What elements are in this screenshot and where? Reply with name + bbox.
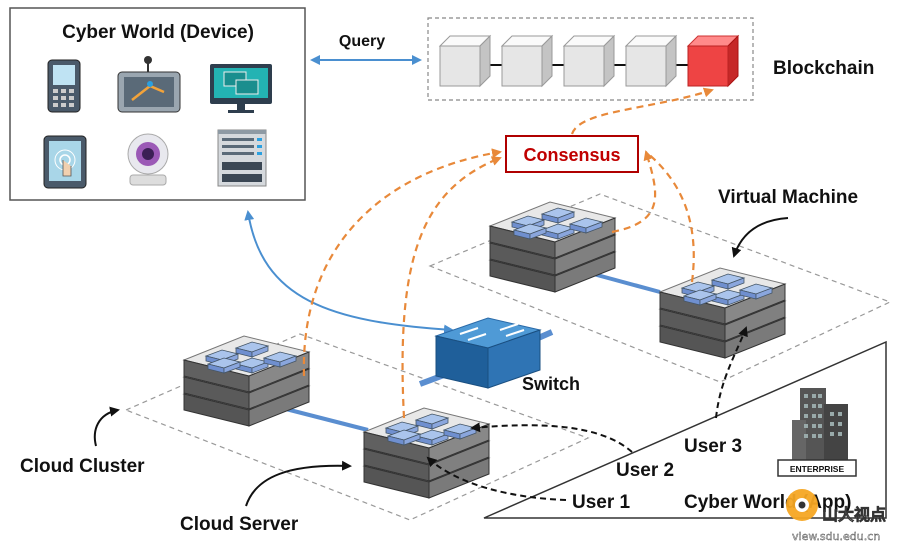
blockchain-label: Blockchain <box>773 58 874 79</box>
desktop-monitor-icon <box>210 64 272 113</box>
block-cube <box>563 35 615 87</box>
mobile-phone-icon <box>47 59 81 113</box>
enterprise-label: ENTERPRISE <box>790 464 845 474</box>
user-arrows <box>426 326 748 501</box>
vm-platform <box>428 193 892 383</box>
consensus-arrow-vm-front <box>645 151 695 283</box>
consensus-box <box>505 135 639 173</box>
server-tower-icon <box>217 129 267 187</box>
cloud-cluster-label: Cloud Cluster <box>20 456 145 477</box>
vm-cable <box>585 270 661 294</box>
cluster-server-stack-back <box>183 335 310 427</box>
user3-label: User 3 <box>684 436 742 457</box>
consensus-arrow-vm-back <box>611 150 657 234</box>
block-cube-new <box>687 35 739 87</box>
device-panel-title: Cyber World (Device) <box>62 22 254 43</box>
gps-navigator-icon <box>117 56 181 113</box>
label-pointers <box>93 217 789 507</box>
cluster-cable <box>281 406 369 432</box>
block-cube <box>625 35 677 87</box>
vm-label-pointer <box>731 217 789 258</box>
user2-arrow <box>470 422 633 453</box>
network-switch-icon <box>434 317 542 389</box>
consensus-arrow-cluster-front <box>401 156 502 419</box>
consensus-arrow-cluster-back <box>302 148 502 377</box>
block-cube <box>439 35 491 87</box>
consensus-to-blockchain-arrow <box>570 87 714 135</box>
webcam-icon <box>127 133 169 186</box>
enterprise-building-icon <box>777 388 857 477</box>
block-cube <box>501 35 553 87</box>
query-label: Query <box>339 33 385 50</box>
vm-server-stack-front <box>659 267 786 359</box>
cluster-label-pointer <box>93 406 120 447</box>
cloud-server-label: Cloud Server <box>180 514 299 535</box>
consensus-arrows <box>302 87 714 419</box>
switch-label: Switch <box>522 374 580 394</box>
watermark: 山大视点 view.sdu.edu.cn <box>786 489 886 543</box>
consensus-label: Consensus <box>523 145 620 165</box>
watermark-url: view.sdu.edu.cn <box>792 530 880 543</box>
user2-label: User 2 <box>616 460 674 481</box>
device-switch-arrow <box>244 210 454 335</box>
watermark-brand: 山大视点 <box>822 505 886 524</box>
server-label-pointer <box>245 460 352 507</box>
tablet-touch-icon <box>43 135 87 189</box>
cluster-server-stack-front <box>363 407 490 499</box>
blockchain-box <box>427 17 754 101</box>
user1-label: User 1 <box>572 492 631 513</box>
user1-arrow <box>426 456 567 501</box>
user3-arrow <box>715 326 748 419</box>
blockchain-chain <box>439 35 739 87</box>
vm-server-stack-back <box>489 201 616 293</box>
virtual-machine-label: Virtual Machine <box>718 187 858 208</box>
